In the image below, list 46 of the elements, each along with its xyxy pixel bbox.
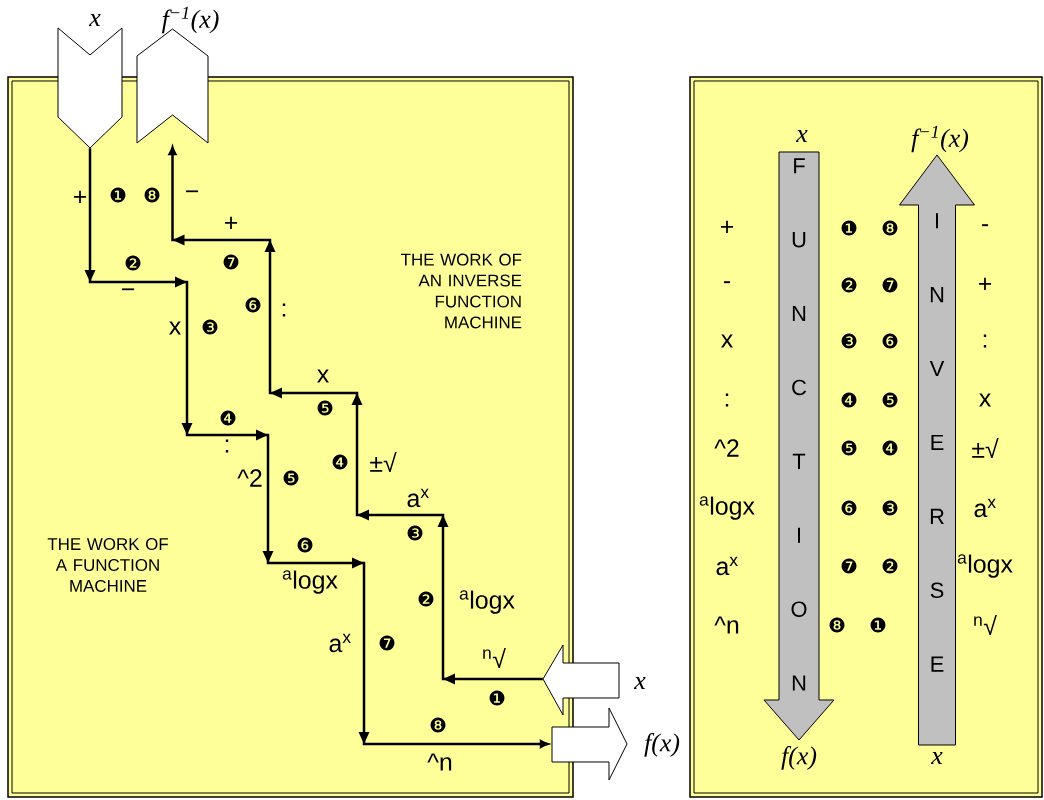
operation-label: a$^{x}$ xyxy=(716,556,738,576)
math-label: x xyxy=(930,752,943,764)
step-number: ❶ xyxy=(841,220,857,236)
step-number: ❽ xyxy=(882,220,898,236)
step-number: ❸ xyxy=(841,333,857,349)
step-number: ❷ xyxy=(882,558,898,574)
math-label: f(x) xyxy=(781,746,817,770)
step-number: ❶ xyxy=(110,187,126,203)
step-number: ❻ xyxy=(882,333,898,349)
operation-label: − xyxy=(121,288,135,291)
math-label: x xyxy=(795,130,808,142)
operation-label: ^n xyxy=(427,753,452,771)
step-number: ❹ xyxy=(841,392,857,408)
operation-label: ^n xyxy=(714,616,739,634)
operation-label: ±√ xyxy=(972,438,999,458)
math-label: f(x) xyxy=(644,733,680,757)
step-number: ❺ xyxy=(882,392,898,408)
step-number: ❷ xyxy=(841,277,857,293)
operation-label: $^{n}$√ xyxy=(974,615,997,635)
vertical-word: FUNCTION xyxy=(791,158,807,691)
panel-title: THE WORK OF A FUNCTION MACHINE xyxy=(47,538,168,592)
operation-label: ^2 xyxy=(714,439,739,457)
operation-label: x xyxy=(721,334,733,348)
step-number: ❽ xyxy=(144,187,160,203)
step-number: ❼ xyxy=(882,277,898,293)
step-number: ❻ xyxy=(841,500,857,516)
operation-label: + xyxy=(720,220,734,233)
vertical-word: INVERSE xyxy=(929,213,945,672)
step-number: ❸ xyxy=(882,500,898,516)
math-label: f$^{−1}$(x) xyxy=(911,125,969,153)
step-number: ❺ xyxy=(841,440,857,456)
step-number: ❽ xyxy=(430,717,446,733)
step-number: ❶ xyxy=(489,690,505,706)
operation-label: : xyxy=(725,393,729,407)
operation-label: a$^{x}$ xyxy=(974,498,996,518)
math-label: f$^{−1}$(x) xyxy=(161,6,219,34)
step-number: ❶ xyxy=(870,617,886,633)
math-label: x xyxy=(88,14,101,26)
operation-label: - xyxy=(723,281,731,284)
step-number: ❽ xyxy=(829,617,845,633)
operation-label: + xyxy=(73,190,87,203)
step-number: ❼ xyxy=(841,558,857,574)
step-number: ❹ xyxy=(882,440,898,456)
operation-label: $^{a}$logx xyxy=(957,554,1013,578)
step-number: ❷ xyxy=(125,255,141,271)
math-label: x xyxy=(633,677,646,689)
